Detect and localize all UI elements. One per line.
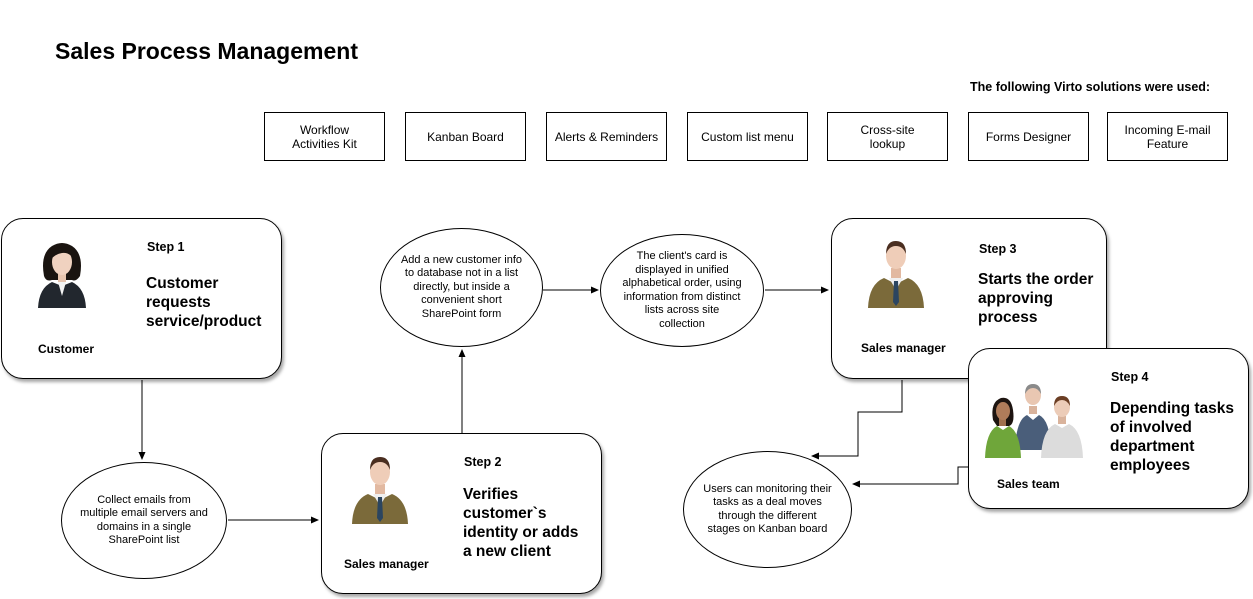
sales-manager-avatar-icon [868,241,924,308]
step3-text: Starts the order approving process [978,271,1094,326]
step1-label: Step 1 [147,240,185,254]
solution-custom-list-menu: Custom list menu [687,112,808,161]
sales-team-avatar-icon [985,384,1083,458]
oval-add-customer-info: Add a new customer info to database not … [380,228,543,347]
solution-incoming-email-feature: Incoming E-mail Feature [1107,112,1228,161]
step3-label: Step 3 [979,242,1017,256]
sales-manager-avatar-icon [352,457,408,524]
step4-text: Depending tasks of involved department e… [1110,400,1235,474]
oval-kanban-monitoring: Users can monitoring their tasks as a de… [683,451,852,568]
oval-collect-emails: Collect emails from multiple email serve… [61,462,227,579]
step2-role: Sales manager [344,557,429,571]
solution-alerts-reminders: Alerts & Reminders [546,112,667,161]
solutions-caption: The following Virto solutions were used: [970,80,1211,94]
solution-workflow-activities-kit: Workflow Activities Kit [264,112,385,161]
customer-avatar-icon [38,243,86,308]
arrow-step3-to-monitor [811,380,903,460]
step3-role: Sales manager [861,341,946,355]
solution-kanban-board: Kanban Board [405,112,526,161]
step1-role: Customer [38,342,95,356]
step4-card [968,348,1249,509]
step4-label: Step 4 [1111,370,1149,384]
step2-text: Verifies customer`s identity or adds a n… [463,486,579,560]
solution-cross-site-lookup: Cross-site lookup [827,112,948,161]
oval-client-card: The client's card is displayed in unifie… [600,234,764,347]
arrow-step4-to-monitor [852,466,968,488]
solution-forms-designer: Forms Designer [968,112,1089,161]
step2-label: Step 2 [464,455,502,469]
step4-role: Sales team [997,477,1060,491]
step1-text: Customer requests service/product [146,275,262,330]
page-title: Sales Process Management [55,38,358,64]
